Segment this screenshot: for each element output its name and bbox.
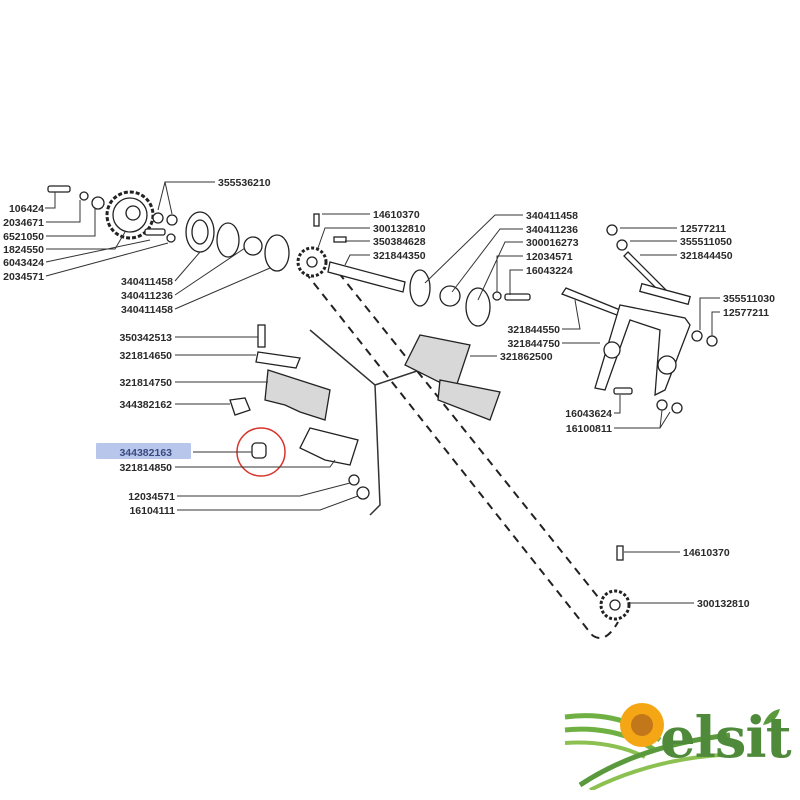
- part-label[interactable]: 340411458: [121, 304, 173, 316]
- part-label[interactable]: 321844750: [507, 338, 560, 350]
- part-label[interactable]: 2034671: [3, 217, 44, 229]
- part-label[interactable]: 14610370: [683, 547, 730, 559]
- lever-assembly: [561, 224, 718, 414]
- sprocket-assembly: [47, 185, 290, 272]
- part-label[interactable]: 16043624: [565, 408, 612, 420]
- leader-lines: [45, 181, 720, 604]
- part-label[interactable]: 321862500: [500, 351, 553, 363]
- shaft-assembly: [296, 213, 531, 327]
- elsit-logo: elsit: [560, 695, 792, 790]
- part-label[interactable]: 14610370: [373, 209, 420, 221]
- part-label[interactable]: 355536210: [218, 177, 271, 189]
- part-label[interactable]: 321814850: [119, 462, 172, 474]
- part-label[interactable]: 340411458: [526, 210, 578, 222]
- part-label[interactable]: 2034571: [3, 271, 44, 283]
- part-label[interactable]: 12034571: [526, 251, 573, 263]
- part-label[interactable]: 350384628: [373, 236, 426, 248]
- selected-label-highlight: [96, 443, 191, 459]
- part-label[interactable]: 321844350: [373, 250, 426, 262]
- part-label[interactable]: 355511050: [680, 236, 732, 248]
- part-label[interactable]: 12577211: [723, 307, 769, 319]
- part-label[interactable]: 340411236: [121, 290, 173, 302]
- part-label[interactable]: 321844550: [507, 324, 560, 336]
- part-label[interactable]: 300016273: [526, 237, 579, 249]
- blade-assembly: [404, 334, 501, 421]
- part-label[interactable]: 321814650: [119, 350, 172, 362]
- lower-sprocket: [599, 545, 631, 621]
- part-label[interactable]: 16043224: [526, 265, 573, 277]
- selected-part-label[interactable]: 344382163: [119, 447, 172, 459]
- part-label[interactable]: 12034571: [128, 491, 175, 503]
- part-label[interactable]: 321844450: [680, 250, 733, 262]
- part-label[interactable]: 12577211: [680, 223, 726, 235]
- logo-graphic: [564, 703, 780, 790]
- part-label[interactable]: 340411458: [121, 276, 173, 288]
- part-label[interactable]: 321814750: [119, 377, 172, 389]
- leaf-icon: [763, 709, 780, 725]
- part-label[interactable]: 300132810: [697, 598, 750, 610]
- part-label[interactable]: 350342513: [119, 332, 172, 344]
- part-label[interactable]: 16100811: [566, 423, 612, 435]
- part-label[interactable]: 106424: [9, 203, 44, 215]
- chain-line: [304, 271, 593, 636]
- part-label[interactable]: 355511030: [723, 293, 775, 305]
- part-label[interactable]: 340411236: [526, 224, 578, 236]
- part-label[interactable]: 1824550: [3, 244, 44, 256]
- part-label[interactable]: 300132810: [373, 223, 426, 235]
- logo-text: elsit: [660, 705, 792, 771]
- part-label[interactable]: 6043424: [3, 257, 44, 269]
- part-label[interactable]: 16104111: [129, 505, 175, 517]
- chain-line: [591, 621, 619, 639]
- bracket-line: [309, 329, 421, 516]
- chain-line: [329, 261, 619, 623]
- guide-parts: [229, 324, 370, 500]
- part-label[interactable]: 344382162: [119, 399, 172, 411]
- sunflower-icon: [620, 703, 664, 747]
- part-label[interactable]: 6521050: [3, 231, 44, 243]
